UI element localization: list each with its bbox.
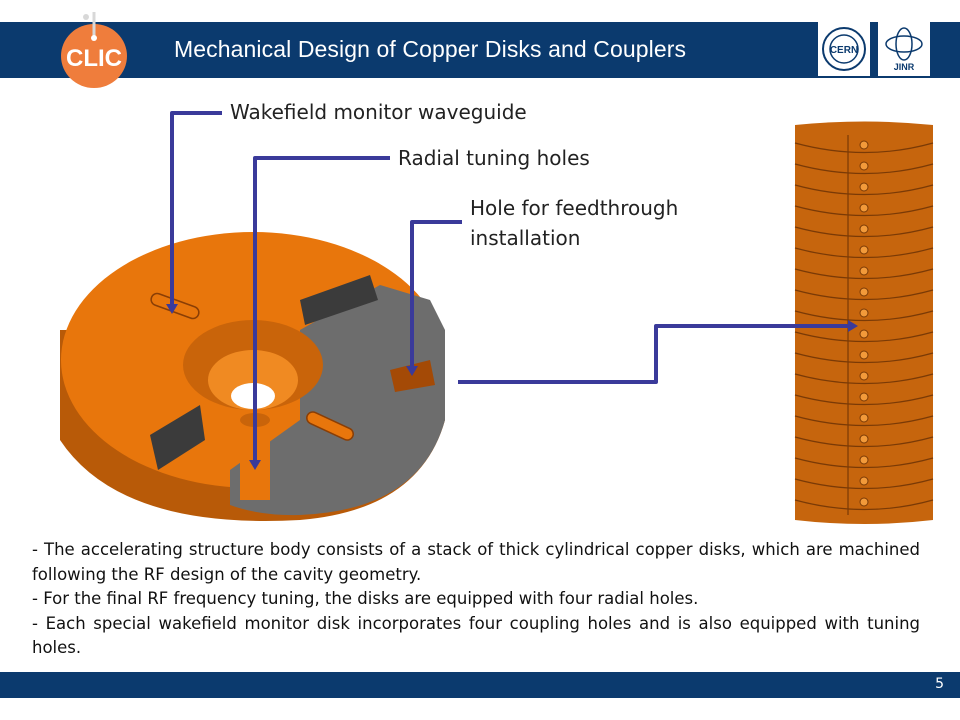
footer-bar [0,672,960,698]
body-text: - The accelerating structure body consis… [32,538,920,661]
arrow-wakefield [170,111,222,306]
cern-logo: CERN [818,22,870,76]
body-paragraph-3: - Each special wakefield monitor disk in… [32,613,920,658]
arrow-radial [253,156,390,462]
arrow-feedthrough [410,220,462,368]
label-wakefield-waveguide: Wakefield monitor waveguide [230,100,527,124]
label-feedthrough-hole: Hole for feedthrough installation [470,193,678,253]
jinr-logo-text: JINR [894,62,915,72]
clic-logo: CLIC [61,12,127,88]
arrow-stack [458,324,850,384]
slide-title: Mechanical Design of Copper Disks and Co… [174,36,687,62]
label-feedthrough-line1: Hole for feedthrough [470,196,679,220]
cut-section [230,285,445,516]
label-radial-tuning-holes: Radial tuning holes [398,146,590,170]
disk-stack [794,121,934,524]
header-bar [0,22,960,78]
clic-logo-text: CLIC [66,45,122,72]
label-feedthrough-line2: installation [470,226,581,250]
cern-logo-text: CERN [830,45,858,56]
body-paragraph-2: - For the final RF frequency tuning, the… [32,589,699,608]
page-number: 5 [935,676,944,692]
body-paragraph-1: - The accelerating structure body consis… [32,540,920,584]
jinr-logo: JINR [878,22,930,76]
